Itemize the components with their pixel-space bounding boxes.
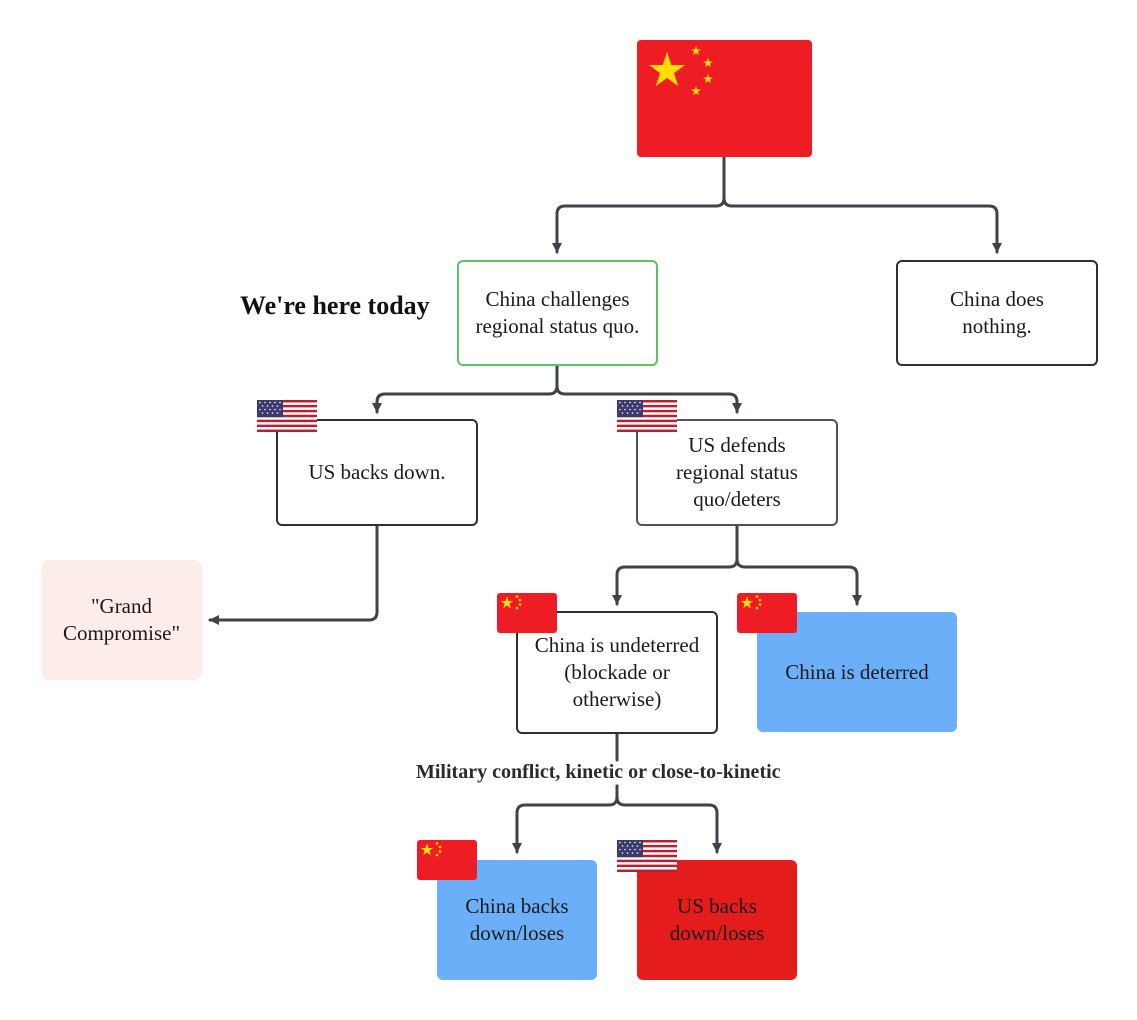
node-us-backs-down-loses: US backs down/loses: [637, 860, 797, 980]
connector-label-to-us-loses: [615, 784, 722, 854]
node-us-backs-down-label: US backs down.: [308, 460, 446, 484]
node-china-challenges-label: China challenges regional status quo.: [475, 287, 640, 338]
connector-root-to-challenge: [552, 155, 726, 254]
military-conflict-label: Military conflict, kinetic or close-to-k…: [416, 761, 781, 783]
node-china-challenges: China challenges regional status quo.: [457, 260, 658, 366]
connector-root-to-nothing: [722, 155, 1002, 254]
node-us-backs-down: US backs down.: [276, 419, 478, 526]
connector-challenge-to-us-backs-down: [372, 363, 559, 414]
connector-backs-down-to-compromise: [208, 523, 379, 625]
node-grand-compromise-label: "Grand Compromise": [62, 594, 181, 645]
node-china-backs-down-loses-label: China backs down/loses: [465, 894, 569, 945]
us-flag-icon: [617, 400, 677, 432]
us-flag-icon: [257, 400, 317, 432]
china-flag-icon: [497, 593, 557, 633]
connector-defends-to-deterred: [735, 523, 862, 606]
connector-label-to-china-loses: [512, 784, 619, 854]
node-china-does-nothing-label: China does nothing.: [950, 287, 1044, 338]
node-china-undeterred-label: China is undeterred (blockade or otherwi…: [534, 633, 700, 711]
were-here-today-label: We're here today: [240, 291, 430, 320]
node-us-defends: US defends regional status quo/deters: [636, 419, 838, 526]
connector-challenge-to-us-defends: [555, 363, 742, 414]
node-grand-compromise: "Grand Compromise": [41, 560, 202, 680]
china-flag-main: [637, 40, 812, 157]
node-china-backs-down-loses: China backs down/loses: [437, 860, 597, 980]
node-us-defends-label: US defends regional status quo/deters: [676, 433, 798, 511]
china-flag-icon: [737, 593, 797, 633]
node-china-does-nothing: China does nothing.: [896, 260, 1098, 366]
connector-defends-to-undeterred: [612, 523, 739, 606]
node-china-deterred-label: China is deterred: [785, 659, 929, 684]
us-flag-icon: [617, 840, 677, 872]
china-flag-icon: [417, 840, 477, 880]
node-us-backs-down-loses-label: US backs down/loses: [669, 894, 765, 945]
